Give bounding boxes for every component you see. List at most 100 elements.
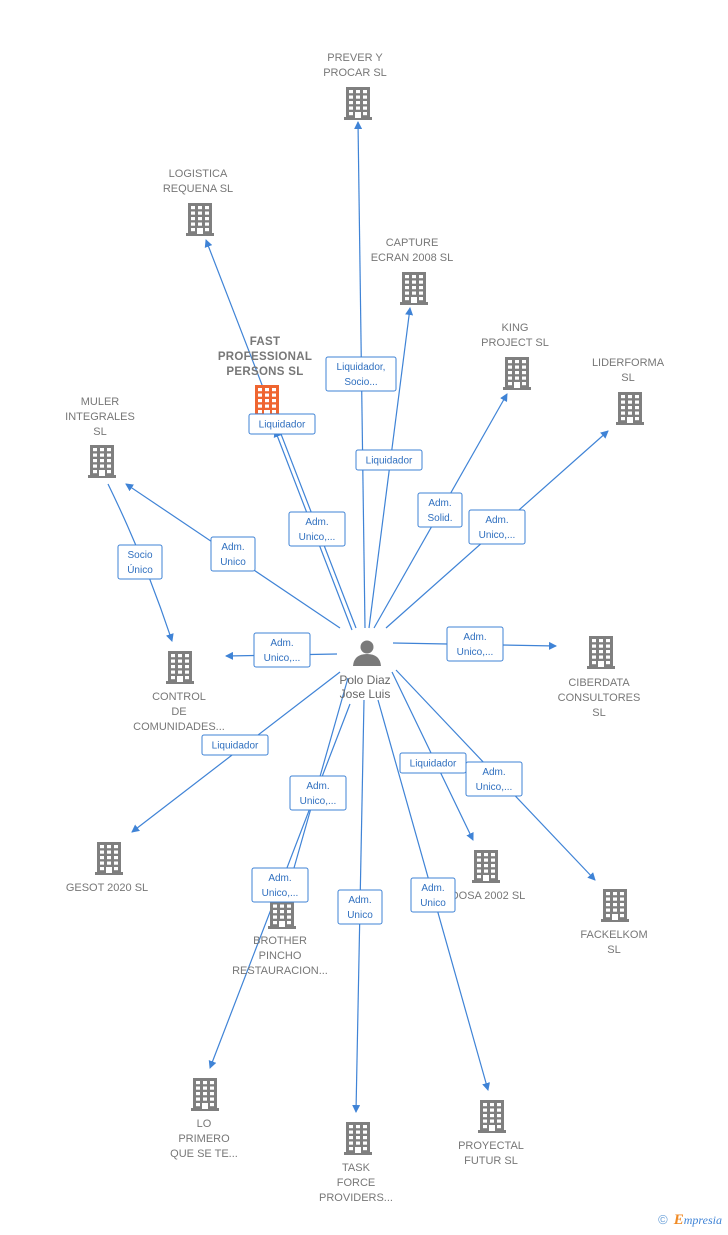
relation-label-muler[interactable]: Adm.Unico bbox=[210, 536, 256, 572]
relation-label-fast[interactable]: Adm.Unico,... bbox=[288, 511, 346, 547]
relation-box bbox=[410, 877, 456, 913]
relation-label-fackelkom[interactable]: Adm.Unico,... bbox=[465, 761, 523, 797]
relation-box bbox=[210, 536, 256, 572]
building-icon bbox=[88, 445, 116, 478]
copyright-symbol: © bbox=[658, 1212, 668, 1227]
relation-label-liderforma[interactable]: Adm.Unico,... bbox=[468, 509, 526, 545]
relation-text: Unico,... bbox=[476, 782, 513, 793]
node-label: DE bbox=[171, 706, 186, 718]
relation-label-brother[interactable]: Adm.Unico,... bbox=[289, 775, 347, 811]
relation-label-ciberdata[interactable]: Adm.Unico,... bbox=[446, 626, 504, 662]
center-name: Polo Diaz bbox=[339, 673, 390, 687]
relation-box bbox=[325, 356, 397, 392]
relation-label-proyectal[interactable]: Adm.Unico bbox=[410, 877, 456, 913]
node-capture[interactable]: CAPTURE ECRAN 2008 SL bbox=[371, 237, 454, 305]
node-liderforma[interactable]: LIDERFORMA SL bbox=[592, 357, 665, 425]
node-label: ECRAN 2008 SL bbox=[371, 252, 454, 264]
building-icon bbox=[344, 1122, 372, 1155]
node-label: FUTUR SL bbox=[464, 1155, 518, 1167]
node-label: PROFESSIONAL bbox=[218, 351, 312, 363]
relation-box bbox=[417, 492, 463, 528]
node-label: LIDERFORMA bbox=[592, 357, 665, 369]
node-label: GESOT 2020 SL bbox=[66, 882, 148, 894]
building-icon bbox=[166, 651, 194, 684]
node-label: SL bbox=[607, 944, 620, 956]
relation-label-prever[interactable]: Liquidador, Socio... bbox=[325, 356, 397, 392]
node-muler[interactable]: MULER INTEGRALES SL bbox=[65, 396, 135, 478]
relation-label-task[interactable]: Adm. Unico bbox=[337, 889, 383, 925]
node-label: PROYECTAL bbox=[458, 1140, 524, 1152]
node-label: FORCE bbox=[337, 1177, 376, 1189]
relation-text: Único bbox=[127, 563, 153, 576]
node-label: MULER bbox=[81, 396, 120, 408]
relation-label-lo[interactable]: Adm.Unico,... bbox=[251, 867, 309, 903]
relation-text: Unico,... bbox=[262, 888, 299, 899]
node-label: SL bbox=[93, 426, 106, 438]
node-label: LOGISTICA bbox=[169, 168, 228, 180]
node-label: SL bbox=[621, 372, 634, 384]
relation-box bbox=[337, 889, 383, 925]
relation-text: Unico bbox=[347, 910, 373, 921]
relation-label-control[interactable]: Adm. Unico,... bbox=[253, 632, 311, 668]
brand-name-rest: mpresia bbox=[683, 1213, 722, 1227]
person-icon bbox=[353, 640, 381, 666]
relation-label-capture[interactable]: Liquidador bbox=[355, 449, 423, 471]
building-icon bbox=[587, 636, 615, 669]
node-label: INTEGRALES bbox=[65, 411, 135, 423]
relation-text: Adm. bbox=[306, 781, 329, 792]
relation-text: Liquidador bbox=[212, 741, 259, 752]
relation-box bbox=[253, 632, 311, 668]
node-task[interactable]: TASKFORCEPROVIDERS... bbox=[319, 1122, 393, 1204]
relation-text: Adm. bbox=[428, 498, 451, 509]
node-proyectal[interactable]: PROYECTAL FUTUR SL bbox=[458, 1100, 524, 1167]
relation-text: Adm. bbox=[463, 632, 486, 643]
edges-layer bbox=[107, 121, 609, 1113]
node-label: LO bbox=[197, 1118, 212, 1130]
node-brother[interactable]: BROTHERPINCHORESTAURACION... bbox=[232, 896, 328, 977]
relation-box bbox=[117, 544, 163, 580]
node-label: COMUNIDADES... bbox=[133, 721, 225, 733]
relation-text: Adm. bbox=[305, 517, 328, 528]
relation-label-dosa[interactable]: Liquidador bbox=[399, 752, 467, 774]
building-icon bbox=[191, 1078, 219, 1111]
relation-box bbox=[355, 449, 423, 471]
relation-text: Liquidador, bbox=[337, 362, 386, 373]
relation-text: Solid. bbox=[427, 513, 452, 524]
building-icon bbox=[601, 889, 629, 922]
node-dosa[interactable]: DOSA 2002 SL bbox=[451, 850, 526, 902]
node-label: PERSONS SL bbox=[226, 366, 303, 378]
relation-label-logistica[interactable]: Liquidador bbox=[248, 413, 316, 435]
node-fackelkom[interactable]: FACKELKOM SL bbox=[580, 889, 648, 956]
relation-label-king[interactable]: Adm. Solid. bbox=[417, 492, 463, 528]
relation-box bbox=[248, 413, 316, 435]
building-icon bbox=[95, 842, 123, 875]
building-icon bbox=[344, 87, 372, 120]
building-icon bbox=[616, 392, 644, 425]
node-label: CONTROL bbox=[152, 691, 206, 703]
relation-label-gesot[interactable]: Liquidador bbox=[201, 734, 269, 756]
node-control[interactable]: CONTROL DE COMUNIDADES... bbox=[133, 651, 225, 733]
relation-box bbox=[288, 511, 346, 547]
relation-text: Adm. bbox=[348, 895, 371, 906]
node-label: CAPTURE bbox=[386, 237, 439, 249]
node-label: DOSA 2002 SL bbox=[451, 890, 526, 902]
building-icon bbox=[186, 203, 214, 236]
relation-text: Unico,... bbox=[264, 653, 301, 664]
node-label: PINCHO bbox=[259, 950, 302, 962]
relation-text: Socio... bbox=[344, 377, 377, 388]
node-label: RESTAURACION... bbox=[232, 965, 328, 977]
node-label: KING bbox=[502, 322, 529, 334]
relation-text: Adm. bbox=[270, 638, 293, 649]
node-label: QUE SE TE... bbox=[170, 1148, 238, 1160]
node-gesot[interactable]: GESOT 2020 SL bbox=[66, 842, 148, 894]
node-label: FACKELKOM bbox=[580, 929, 647, 941]
